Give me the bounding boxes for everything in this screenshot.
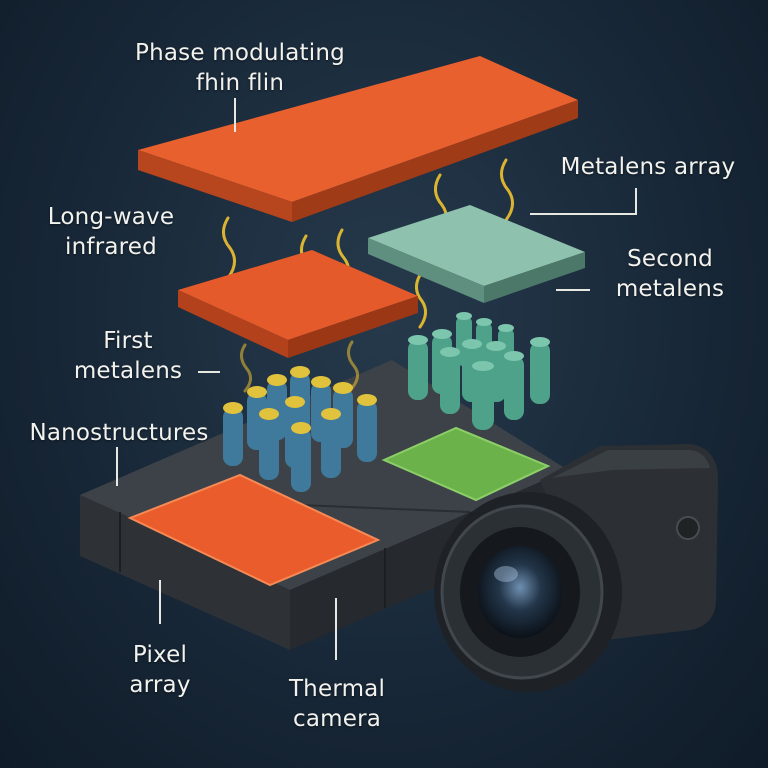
label-line: Metalens array [560, 154, 736, 180]
label-line: fhin flin [195, 70, 285, 96]
pillar [321, 408, 341, 478]
phase-film-plate [138, 56, 578, 222]
plate-left-face [368, 238, 484, 303]
label-second-metalens: Second metalens [600, 244, 740, 304]
lens-glass [478, 546, 562, 638]
heat-wave [500, 158, 514, 222]
label-pixel-array: Pixel array [110, 640, 210, 700]
label-line: metalens [73, 358, 183, 384]
label-line: First [103, 328, 153, 354]
label-thermal-camera: Thermal camera [272, 674, 402, 734]
pillar [472, 361, 494, 430]
label-long-wave-infrared: Long-wave infrared [36, 202, 186, 262]
pillar [440, 347, 460, 414]
pillar [504, 351, 524, 420]
heat-wave [415, 273, 427, 329]
label-line: camera [292, 706, 382, 732]
pillar [408, 335, 428, 400]
leader-line-metalens-array [530, 188, 637, 215]
plate-left-face [138, 150, 292, 222]
plate-right-face [292, 100, 578, 222]
pillar [357, 394, 377, 462]
plate-top [178, 250, 418, 340]
pillar [530, 337, 550, 404]
first-metalens-plate [178, 250, 418, 358]
label-metalens-array: Metalens array [548, 152, 748, 182]
label-phase-film: Phase modulating fhin flin [110, 38, 370, 98]
label-line: array [129, 672, 191, 698]
label-line: Nanostructures [29, 420, 209, 446]
heat-wave [347, 340, 359, 390]
label-line: Long-wave [47, 204, 175, 230]
camera-side-button [676, 516, 700, 540]
pillar [223, 402, 243, 466]
label-line: Pixel [132, 642, 188, 668]
camera-body [540, 444, 718, 640]
camera-body-top [552, 450, 710, 478]
plate-left-face [178, 290, 288, 358]
pillar [291, 422, 311, 492]
heat-wave [240, 343, 252, 393]
pillar [259, 408, 279, 480]
plate-top [138, 56, 578, 202]
label-line: Second [627, 246, 713, 272]
plate-top [368, 205, 585, 286]
sensor-tile-seam [299, 504, 471, 513]
nanostructure-pillars [223, 366, 377, 492]
heat-wave [222, 216, 236, 280]
sensor-base-left-face [80, 495, 290, 650]
leader-lines [116, 98, 637, 660]
plate-right-face [288, 296, 418, 358]
pixel-orange [127, 473, 381, 587]
camera-icon [434, 444, 718, 692]
label-line: metalens [615, 276, 725, 302]
plate-right-face [484, 252, 585, 303]
label-line: Phase modulating [135, 40, 345, 66]
label-first-metalens: First metalens [58, 326, 198, 386]
pixel-green [381, 426, 551, 502]
second-metalens-plate [368, 205, 585, 303]
label-line: infrared [65, 234, 157, 260]
lens-highlight [494, 566, 518, 582]
teal-pillars [408, 312, 550, 430]
label-line: Thermal [288, 676, 386, 702]
label-nanostructures: Nanostructures [16, 418, 222, 448]
